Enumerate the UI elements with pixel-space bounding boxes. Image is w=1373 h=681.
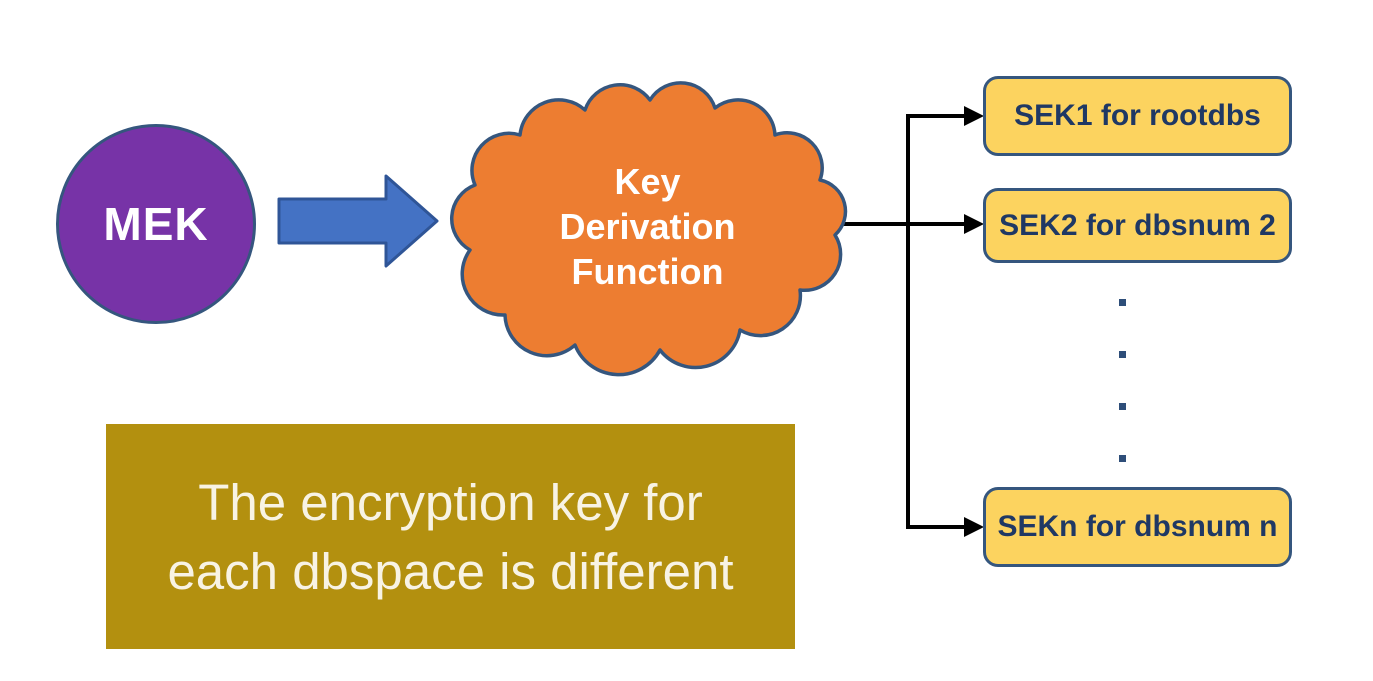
ellipsis-dot: [1119, 455, 1126, 462]
right-block-arrow-icon: [277, 174, 439, 268]
mek-node: MEK: [56, 124, 256, 324]
connector-arrowhead-icons: [964, 106, 984, 537]
ellipsis-dots: [1119, 299, 1126, 462]
sek2-label: SEK2 for dbsnum 2: [999, 208, 1276, 242]
sek1-box: SEK1 for rootdbs: [983, 76, 1292, 156]
sek2-box: SEK2 for dbsnum 2: [983, 188, 1292, 263]
ellipsis-dot: [1119, 351, 1126, 358]
kdf-node-label: Key Derivation Function: [559, 160, 736, 292]
ellipsis-dot: [1119, 299, 1126, 306]
sek1-label: SEK1 for rootdbs: [1014, 99, 1261, 132]
kdf-cloud-shape: [449, 81, 848, 377]
sekn-label: SEKn for dbsnum n: [997, 510, 1278, 543]
ellipsis-dot: [1119, 403, 1126, 410]
connector-lines: [826, 114, 966, 529]
sekn-box: SEKn for dbsnum n: [983, 487, 1292, 567]
mek-label: MEK: [103, 198, 209, 250]
caption-box: The encryption key for each dbspace is d…: [106, 424, 795, 649]
